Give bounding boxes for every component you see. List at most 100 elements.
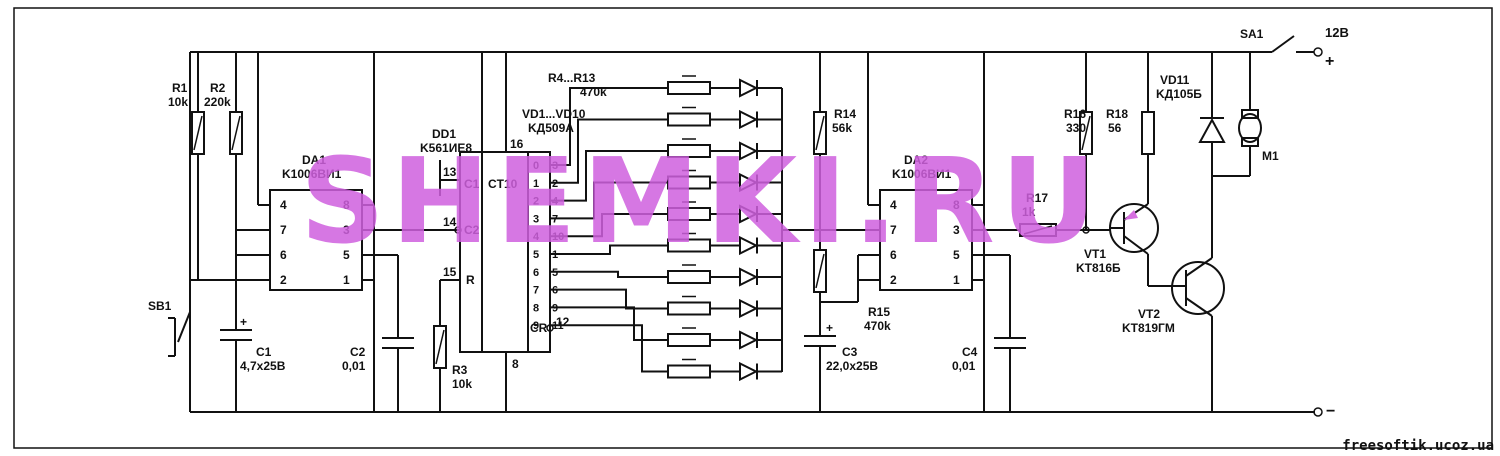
da2-pin-l2: 6 xyxy=(890,248,897,262)
r3-value: 10k xyxy=(452,377,472,391)
r15-ref: R15 xyxy=(868,305,890,319)
r2-ref: R2 xyxy=(210,81,226,95)
vd11-part: KД105Б xyxy=(1156,87,1202,101)
dd1-output-index: 6 xyxy=(533,267,539,279)
da2-pin-l3: 2 xyxy=(890,273,897,287)
da2-chip: 4 7 6 2 8 3 5 1 DA2 K1006BИ1 xyxy=(867,52,1020,412)
r18-value: 56 xyxy=(1108,121,1122,135)
r4-r13-ref: R4...R13 xyxy=(548,71,596,85)
da2-pin-r0: 8 xyxy=(953,198,960,212)
r2-resistor: R2 220k xyxy=(204,52,270,330)
r3-ref: R3 xyxy=(452,363,468,377)
ladder-diode xyxy=(739,78,759,98)
vd1-vd10-part: KД509A xyxy=(528,121,574,135)
plus-label: + xyxy=(1325,53,1334,70)
vt2-ref: VT2 xyxy=(1138,307,1160,321)
c4-ref: C4 xyxy=(962,345,978,359)
m1-motor: M1 xyxy=(1238,52,1279,176)
vd11-ref: VD11 xyxy=(1160,73,1190,87)
da2-pin-r1: 3 xyxy=(953,223,960,237)
dd1-output-index: 1 xyxy=(533,178,539,190)
frame xyxy=(13,7,1493,449)
r14-resistor: R14 56k xyxy=(782,52,880,250)
supply-voltage-label: 12B xyxy=(1325,25,1349,40)
da2-ref: DA2 xyxy=(904,153,928,167)
m1-ref: M1 xyxy=(1262,149,1279,163)
c1-value: 4,7x25B xyxy=(240,359,286,373)
ladder-resistor xyxy=(667,112,711,127)
ladder-diode xyxy=(739,235,759,256)
ladder-diode xyxy=(739,267,759,287)
ladder-diode xyxy=(739,204,759,224)
da2-pin-l0: 4 xyxy=(890,198,897,212)
ladder-diode xyxy=(739,298,759,319)
c4-capacitor: C4 0,01 xyxy=(952,337,1026,412)
r17-value: 1k xyxy=(1022,205,1036,219)
c3-ref: C3 xyxy=(842,345,858,359)
r1-resistor: R1 10k xyxy=(168,52,270,281)
da1-part: K1006BИ1 xyxy=(282,167,342,181)
r17-ref: R17 xyxy=(1026,191,1048,205)
c1-capacitor: + C1 4,7x25B xyxy=(220,315,286,412)
da1-pin-r0: 8 xyxy=(343,198,350,212)
sb1-button: SB1 xyxy=(148,299,191,357)
da1-pin-l0: 4 xyxy=(280,198,287,212)
c3-plus: + xyxy=(826,321,833,335)
dd1-output-index: 8 xyxy=(533,302,539,314)
vd1-vd10-ref: VD1...VD10 xyxy=(522,107,586,121)
da1-pin-l3: 2 xyxy=(280,273,287,287)
dd1-output-index: 9 xyxy=(533,320,539,332)
dd1-output-trace xyxy=(550,270,668,278)
watermark: SHEMKI.RU xyxy=(300,132,1103,270)
dd1-output-index: 0 xyxy=(533,160,539,172)
c3-capacitor: + C3 22,0x25B xyxy=(804,321,878,412)
c1-ref: C1 xyxy=(256,345,272,359)
dd1-output-trace xyxy=(550,87,668,166)
sb1-label: SB1 xyxy=(148,299,172,313)
r16-resistor: R16 330 xyxy=(1064,52,1093,230)
da2-part: K1006BИ1 xyxy=(892,167,952,181)
dd1-ref: DD1 xyxy=(432,127,456,141)
resistor-diode-ladder xyxy=(550,75,782,382)
da1-chip: 4 7 6 2 8 3 5 1 DA1 K1006BИ1 xyxy=(257,52,460,412)
da1-ref: DA1 xyxy=(302,153,326,167)
dd1-ct-label: CT10 xyxy=(488,177,518,191)
r18-resistor: R18 56 xyxy=(1106,52,1155,204)
da2-pin-r2: 5 xyxy=(953,248,960,262)
plus-terminal xyxy=(1313,47,1323,57)
site-credit: freesoftik.ucoz.ua xyxy=(1342,438,1494,454)
dd1-output-trace xyxy=(550,150,668,202)
r3-resistor: R3 10k xyxy=(433,325,472,412)
da1-pin-r2: 5 xyxy=(343,248,350,262)
r16-ref: R16 xyxy=(1064,107,1086,121)
c2-capacitor: C2 0,01 xyxy=(342,337,414,412)
ladder-resistor xyxy=(667,270,711,284)
r18-ref: R18 xyxy=(1106,107,1128,121)
dd1-output-trace xyxy=(550,244,668,255)
r15-value: 470k xyxy=(864,319,891,333)
da1-pin-r1: 3 xyxy=(343,223,350,237)
da1-pin-r3: 1 xyxy=(343,273,350,287)
r14-ref: R14 xyxy=(834,107,856,121)
sa1-label: SA1 xyxy=(1240,27,1264,41)
ladder-resistor xyxy=(667,81,711,95)
vd11-diode: VD11 KД105Б xyxy=(1156,52,1250,177)
r1-value: 10k xyxy=(168,95,188,109)
da2-pin-r3: 1 xyxy=(953,273,960,287)
da2-pin-l1: 7 xyxy=(890,223,897,237)
dd1-c2-label: C2 xyxy=(464,223,480,237)
dd1-cr-label: CR xyxy=(530,321,548,335)
r2-value: 220k xyxy=(204,95,231,109)
c1-plus: + xyxy=(240,315,247,329)
dd1-pin-r: 15 xyxy=(443,265,457,279)
ladder-diode xyxy=(739,141,759,161)
dd1-c1-label: C1 xyxy=(464,177,480,191)
c2-ref: C2 xyxy=(350,345,366,359)
r15-resistor: R15 470k xyxy=(813,249,891,336)
dd1-pin-vcc: 16 xyxy=(510,137,524,151)
ladder-diode xyxy=(739,330,759,350)
vt1-ref: VT1 xyxy=(1084,247,1106,261)
sa1-switch: SA1 xyxy=(1240,27,1314,53)
c2-value: 0,01 xyxy=(342,359,366,373)
